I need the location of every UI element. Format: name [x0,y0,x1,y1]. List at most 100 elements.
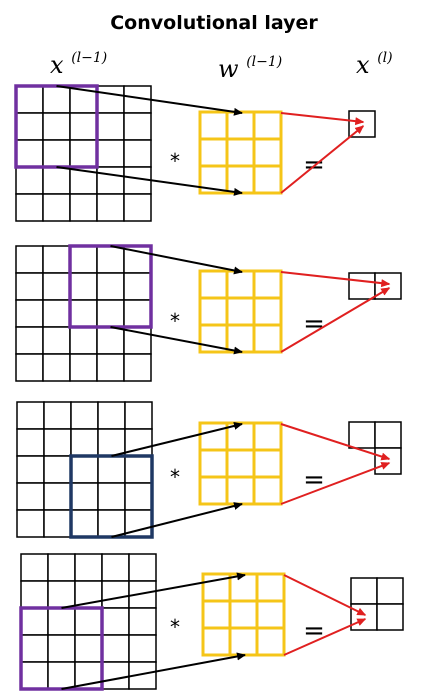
input-cell [123,299,152,328]
equals-operator: = [303,309,325,339]
input-cell [123,193,152,222]
arrow-window-to-kernel-bottom [111,502,243,538]
arrow-window-to-kernel-top [110,245,243,275]
kernel-cell [255,599,286,630]
diagram-title: Convolutional layer [110,12,318,34]
input-cell [74,553,103,582]
input-cell [42,326,71,355]
input-cell [15,139,44,168]
kernel-cell [198,448,229,479]
input-cell [96,299,125,328]
input-cell [43,509,72,538]
input-cell [96,193,125,222]
kernel-cell [225,296,256,327]
input-header: x (l−1) [50,50,107,79]
input-cell [101,553,130,582]
convolve-operator: * [170,149,180,173]
input-cell [96,139,125,168]
input-cell [43,401,72,430]
input-cell [96,166,125,195]
input-cell [15,166,44,195]
convolve-operator: * [170,615,180,639]
kernel-cell [252,475,283,506]
input-cell [42,353,71,382]
arrow-kernel-to-output-bottom [280,125,365,194]
input-cell [20,607,49,636]
input-cell [101,580,130,609]
input-cell [47,553,76,582]
input-cell [101,607,130,636]
input-cell [16,482,45,511]
arrow-kernel-to-output-top [283,574,367,616]
input-cell [15,353,44,382]
arrow-kernel-to-output-top [280,112,365,126]
input-cell [43,455,72,484]
input-cell [42,85,71,114]
arrow-window-to-kernel-bottom [56,166,243,196]
input-cell [15,85,44,114]
input-cell [97,482,126,511]
input-cell [16,455,45,484]
input-cell [69,245,98,274]
kernel-cell [198,137,229,168]
kernel-cell [225,164,256,195]
input-cell [69,193,98,222]
arrow-kernel-to-output-top [280,423,391,461]
input-cell [47,634,76,663]
arrow-kernel-to-output-bottom [280,287,391,353]
input-cell [69,299,98,328]
input-cell [15,326,44,355]
kernel-cell [225,475,256,506]
input-cell [69,326,98,355]
output-cell [350,603,378,631]
input-cell [124,482,153,511]
kernel-cell [225,323,256,354]
input-cell [96,353,125,382]
input-cell [20,634,49,663]
input-cell [43,428,72,457]
input-header-base: x [50,51,64,79]
input-cell [97,509,126,538]
kernel-cell [225,110,256,141]
kernel-cell [198,475,229,506]
output-cell [348,272,376,300]
arrow-kernel-to-output-bottom [283,618,367,656]
kernel-cell [252,269,283,300]
input-cell [69,272,98,301]
input-cell [42,245,71,274]
input-cell [42,139,71,168]
input-cell [96,272,125,301]
input-cell [69,353,98,382]
arrow-kernel-to-output-bottom [280,462,391,505]
input-cell [70,455,99,484]
kernel-cell [225,137,256,168]
input-cell [124,455,153,484]
input-cell [42,299,71,328]
input-cell [16,401,45,430]
input-cell [70,401,99,430]
kernel-cell [252,323,283,354]
kernel-cell [255,626,286,657]
output-cell [374,447,402,475]
kernel-cell [225,269,256,300]
input-cell [43,482,72,511]
input-cell [96,85,125,114]
input-cell [42,166,71,195]
arrow-window-to-kernel-top [111,422,243,457]
kernel-cell [228,626,259,657]
input-cell [42,272,71,301]
kernel-cell [252,448,283,479]
output-header-sup: (l) [377,50,392,66]
input-cell [123,112,152,141]
input-cell [47,607,76,636]
convolve-operator: * [170,465,180,489]
input-cell [96,112,125,141]
kernel-cell [252,164,283,195]
input-cell [15,299,44,328]
kernel-cell [252,137,283,168]
input-cell [16,509,45,538]
output-cell [348,110,376,138]
output-cell [374,421,402,449]
arrow-kernel-to-output-top [280,271,391,288]
